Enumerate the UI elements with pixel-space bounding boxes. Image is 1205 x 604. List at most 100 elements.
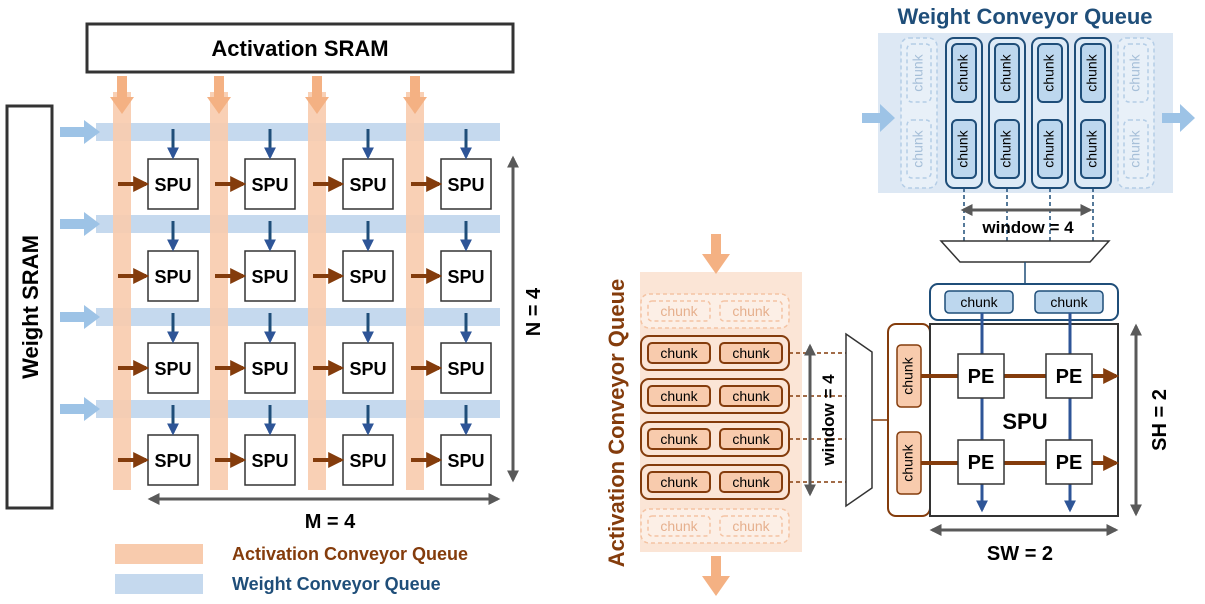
spu-box bbox=[244, 158, 296, 210]
weight-chunk bbox=[906, 119, 932, 179]
activation-chunk-label: chunk bbox=[660, 474, 698, 490]
activation-queue-rows: chunk chunk chunk chunk chunk chunk chunk chunk… bbox=[640, 293, 852, 544]
activation-chunk-label: chunk bbox=[660, 388, 698, 404]
weight-chunk bbox=[1123, 43, 1149, 103]
activation-conveyor-band bbox=[308, 92, 326, 490]
activation-chunk-label: chunk bbox=[732, 431, 770, 447]
weight-selected-chunk-label: chunk bbox=[1050, 294, 1088, 310]
spu-label: SPU bbox=[251, 451, 288, 471]
activation-chunk-label: chunk bbox=[732, 388, 770, 404]
legend-weight-swatch bbox=[115, 574, 203, 594]
pe-label: PE bbox=[968, 452, 995, 474]
spu-detail-label: SPU bbox=[1002, 409, 1047, 434]
activation-chunk bbox=[719, 428, 783, 450]
pe-box bbox=[957, 439, 1005, 485]
weight-chunk bbox=[1080, 43, 1106, 103]
activation-chunk bbox=[719, 342, 783, 364]
activation-sram-box bbox=[85, 22, 515, 74]
spu-label: SPU bbox=[447, 451, 484, 471]
activation-chunk-label: chunk bbox=[660, 518, 698, 534]
weight-mux bbox=[939, 240, 1111, 263]
weight-queue-in-arrow bbox=[862, 104, 895, 132]
spu-box bbox=[440, 434, 492, 486]
weight-chunk bbox=[951, 119, 977, 179]
activation-sram-label: Activation SRAM bbox=[211, 36, 388, 61]
weight-sram-label: Weight SRAM bbox=[18, 235, 43, 379]
pe-box bbox=[957, 353, 1005, 399]
activation-chunk bbox=[647, 428, 711, 450]
spu-label: SPU bbox=[251, 175, 288, 195]
activation-selected-chunk-label: chunk bbox=[900, 356, 916, 394]
activation-chunk-label: chunk bbox=[660, 431, 698, 447]
weight-conveyor-band bbox=[96, 308, 500, 326]
weight-conveyor-band bbox=[96, 400, 500, 418]
activation-queue-in-arrow bbox=[702, 234, 730, 274]
activation-conveyor-band bbox=[113, 92, 131, 490]
spu-box bbox=[244, 434, 296, 486]
weight-window-label: window = 4 bbox=[981, 218, 1074, 237]
weight-chunk-label: chunk bbox=[998, 129, 1014, 167]
activation-queue-title: Activation Conveyor Queue bbox=[604, 279, 629, 568]
activation-chunk-label: chunk bbox=[732, 518, 770, 534]
pe-label: PE bbox=[968, 366, 995, 388]
activation-chunk-label: chunk bbox=[732, 303, 770, 319]
spu-box bbox=[147, 250, 199, 302]
spu-label: SPU bbox=[154, 451, 191, 471]
legend-activation-label: Activation Conveyor Queue bbox=[232, 544, 468, 564]
weight-chunk bbox=[994, 43, 1020, 103]
weight-chunk bbox=[994, 119, 1020, 179]
pe-box bbox=[1045, 353, 1093, 399]
spu-label: SPU bbox=[349, 451, 386, 471]
spu-label: SPU bbox=[447, 359, 484, 379]
weight-chunk bbox=[951, 43, 977, 103]
weight-chunk-label: chunk bbox=[1127, 53, 1143, 91]
activation-flow-arrow bbox=[305, 76, 329, 114]
spu-label: SPU bbox=[154, 267, 191, 287]
activation-queue-out-arrow bbox=[702, 556, 730, 596]
activation-chunk bbox=[719, 471, 783, 493]
activation-chunk bbox=[719, 300, 783, 322]
spu-label: SPU bbox=[154, 175, 191, 195]
conveyor-bands bbox=[60, 76, 500, 490]
weight-chunk-label: chunk bbox=[1084, 53, 1100, 91]
spu-box bbox=[147, 342, 199, 394]
weight-selected-chunks: chunk chunk bbox=[944, 290, 1104, 314]
weight-chunk-label: chunk bbox=[910, 129, 926, 167]
spu-box bbox=[244, 342, 296, 394]
weight-queue-out-arrow bbox=[1162, 104, 1195, 132]
sh-dimension-label: SH = 2 bbox=[1149, 389, 1171, 451]
weight-chunk bbox=[1123, 119, 1149, 179]
weight-selected-chunk bbox=[944, 290, 1014, 314]
weight-chunk-label: chunk bbox=[1041, 53, 1057, 91]
weight-flow-arrow bbox=[60, 305, 100, 329]
weight-chunk-label: chunk bbox=[1084, 129, 1100, 167]
weight-queue-columns: chunk chunk chunk chunk chunk chunk chunk chunk… bbox=[900, 37, 1155, 241]
activation-chunk bbox=[719, 385, 783, 407]
activation-chunk bbox=[647, 471, 711, 493]
spu-label: SPU bbox=[447, 175, 484, 195]
pe-label: PE bbox=[1056, 366, 1083, 388]
sw-dimension-label: SW = 2 bbox=[987, 543, 1053, 565]
legend-weight-label: Weight Conveyor Queue bbox=[232, 574, 441, 594]
activation-chunk-label: chunk bbox=[732, 345, 770, 361]
weight-chunk-label: chunk bbox=[1127, 129, 1143, 167]
spu-label: SPU bbox=[349, 267, 386, 287]
activation-mux bbox=[845, 332, 873, 508]
activation-chunk bbox=[647, 300, 711, 322]
spu-box bbox=[342, 158, 394, 210]
spu-label: SPU bbox=[447, 267, 484, 287]
n-dimension-label: N = 4 bbox=[523, 287, 545, 336]
weight-chunk-label: chunk bbox=[998, 53, 1014, 91]
weight-chunk-label: chunk bbox=[955, 53, 971, 91]
spu-label: SPU bbox=[154, 359, 191, 379]
weight-conveyor-band bbox=[96, 215, 500, 233]
activation-window-label: window = 4 bbox=[819, 374, 838, 467]
activation-chunk-label: chunk bbox=[732, 474, 770, 490]
weight-flow-arrow bbox=[60, 212, 100, 236]
weight-chunk bbox=[906, 43, 932, 103]
weight-selected-chunk-label: chunk bbox=[960, 294, 998, 310]
spu-box bbox=[342, 342, 394, 394]
